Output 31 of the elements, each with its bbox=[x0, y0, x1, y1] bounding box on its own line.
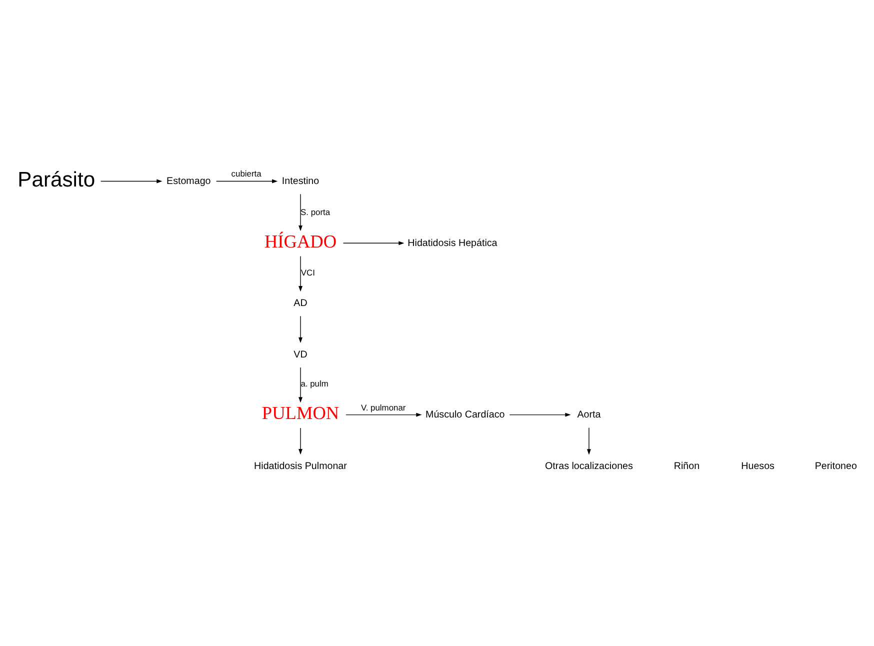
node-text: HÍGADO bbox=[264, 232, 337, 252]
arrow bbox=[342, 241, 404, 246]
node-text: VD bbox=[294, 349, 308, 360]
node-text: Músculo Cardíaco bbox=[426, 409, 505, 420]
node-text: Aorta bbox=[577, 409, 601, 420]
edge-label: VCI bbox=[300, 268, 315, 278]
node-text: AD bbox=[294, 298, 308, 309]
arrow bbox=[509, 412, 571, 417]
arrow bbox=[298, 256, 302, 292]
arrow bbox=[216, 179, 278, 184]
node-text: Intestino bbox=[282, 176, 320, 187]
node-text: Otras localizaciones bbox=[544, 461, 633, 472]
arrow bbox=[100, 179, 162, 184]
arrow bbox=[298, 367, 302, 403]
arrow bbox=[298, 428, 302, 455]
edge-label: V. pulmonar bbox=[360, 402, 406, 412]
node-text: Hidatidosis Pulmonar bbox=[254, 461, 347, 472]
arrow bbox=[346, 412, 422, 417]
label: Riñon bbox=[674, 461, 700, 472]
arrow bbox=[586, 427, 591, 455]
edge-label: S. porta bbox=[300, 207, 330, 218]
edge-label: a. pulm bbox=[300, 378, 328, 389]
node-text: PULMON bbox=[262, 403, 340, 424]
edge-label: cubierta bbox=[231, 168, 262, 179]
arrow bbox=[298, 316, 302, 344]
node-text: Hidatidosis Hepática bbox=[408, 238, 498, 249]
node-text: Estomago bbox=[166, 176, 211, 187]
arrow bbox=[298, 194, 302, 232]
node-text: Parásito bbox=[18, 168, 96, 192]
label: Huesos bbox=[741, 461, 774, 472]
label: Peritoneo bbox=[814, 461, 857, 472]
